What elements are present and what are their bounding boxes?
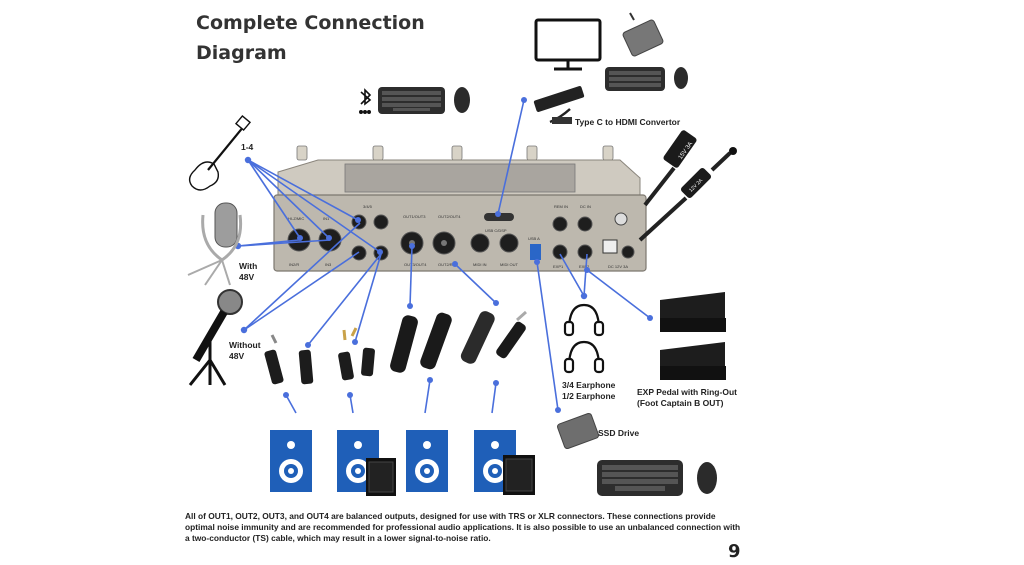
without-48v-label: Without 48V <box>229 340 261 362</box>
microphone-icon <box>188 289 243 386</box>
page-title: Complete Connection Diagram <box>196 8 425 68</box>
connector-lines <box>237 99 651 414</box>
without-48v-line2: 48V <box>229 351 245 361</box>
with-48v-line2: 48V <box>239 272 255 282</box>
svg-text:OUT2/R: OUT2/R <box>438 262 453 267</box>
amp-icon <box>366 458 396 496</box>
svg-text:OUT1/OUT3: OUT1/OUT3 <box>403 214 426 219</box>
svg-text:USB A: USB A <box>528 236 540 241</box>
svg-text:USB C/DSP: USB C/DSP <box>485 228 507 233</box>
svg-text:HI-Z/MIC: HI-Z/MIC <box>288 216 304 221</box>
ssd-drive-label: SSD Drive <box>598 428 640 438</box>
exp-pedal-line2: (Foot Captain B OUT) <box>637 398 724 408</box>
mouse-icon <box>674 67 688 89</box>
connector-dots <box>234 97 653 413</box>
title-line-2: Diagram <box>196 42 287 64</box>
bluetooth-icon <box>358 88 372 115</box>
ssd-icon <box>556 412 600 450</box>
microphone-icon <box>187 202 243 286</box>
monitor-icon <box>534 18 602 71</box>
page-number: 9 <box>728 541 741 562</box>
svg-text:IN3: IN3 <box>325 262 332 267</box>
guitar-icon <box>188 114 252 191</box>
svg-text:IN2/R: IN2/R <box>289 262 299 267</box>
jack-cable-icon <box>264 334 314 385</box>
mouse-icon <box>454 87 470 113</box>
earphone-label: 3/4 Earphone 1/2 Earphone <box>562 380 615 402</box>
earphone-34-label: 3/4 Earphone <box>562 380 616 390</box>
speaker-icon <box>270 430 312 492</box>
svg-text:MIDI IN: MIDI IN <box>473 262 487 267</box>
with-48v-label: With 48V <box>239 261 257 283</box>
exp-pedal-line1: EXP Pedal with Ring-Out <box>637 387 737 397</box>
svg-text:DC IN: DC IN <box>580 204 591 209</box>
jack-cable-icon <box>338 327 375 381</box>
keyboard-icon <box>597 460 683 496</box>
without-48v-line1: Without <box>229 340 261 350</box>
headphones-icon <box>563 340 605 374</box>
hdmi-convertor-label: Type C to HDMI Convertor <box>575 117 681 127</box>
mouse-icon <box>697 462 717 494</box>
footer-note: All of OUT1, OUT2, OUT3, and OUT4 are ba… <box>185 511 741 543</box>
device-unit: HI-Z/MIC IN1 3/4/5 OUT1/OUT3 OUT2/OUT4 U… <box>273 145 647 272</box>
hdmi-adapter-icon <box>533 86 585 124</box>
svg-text:EXP1: EXP1 <box>553 264 564 269</box>
xlr-cable-icon <box>390 310 527 373</box>
svg-text:MIDI OUT: MIDI OUT <box>500 262 519 267</box>
amp-icon <box>503 455 535 495</box>
svg-text:IN1: IN1 <box>323 216 330 221</box>
guitar-channels-label: 1-4 <box>241 142 254 152</box>
power-adapter-icon: 15V 3A 12V 2A <box>638 130 737 242</box>
svg-text:DC 12V 3A: DC 12V 3A <box>608 264 628 269</box>
expression-pedal-icon <box>660 292 726 380</box>
headphones-icon <box>563 303 605 337</box>
svg-text:3/4/5: 3/4/5 <box>363 204 373 209</box>
title-line-1: Complete Connection <box>196 12 425 34</box>
with-48v-line1: With <box>239 261 258 271</box>
ssd-icon <box>622 12 664 57</box>
svg-text:OUT3/OUT4: OUT3/OUT4 <box>404 262 427 267</box>
svg-text:EXP2: EXP2 <box>579 264 590 269</box>
svg-text:OUT2/OUT4: OUT2/OUT4 <box>438 214 461 219</box>
speaker-icon <box>406 430 448 492</box>
footswitch-knobs <box>296 145 614 161</box>
keyboard-icon <box>605 67 665 91</box>
exp-pedal-label: EXP Pedal with Ring-Out (Foot Captain B … <box>637 387 737 409</box>
svg-text:REM IN: REM IN <box>554 204 568 209</box>
earphone-12-label: 1/2 Earphone <box>562 391 616 401</box>
keyboard-icon <box>378 87 445 114</box>
